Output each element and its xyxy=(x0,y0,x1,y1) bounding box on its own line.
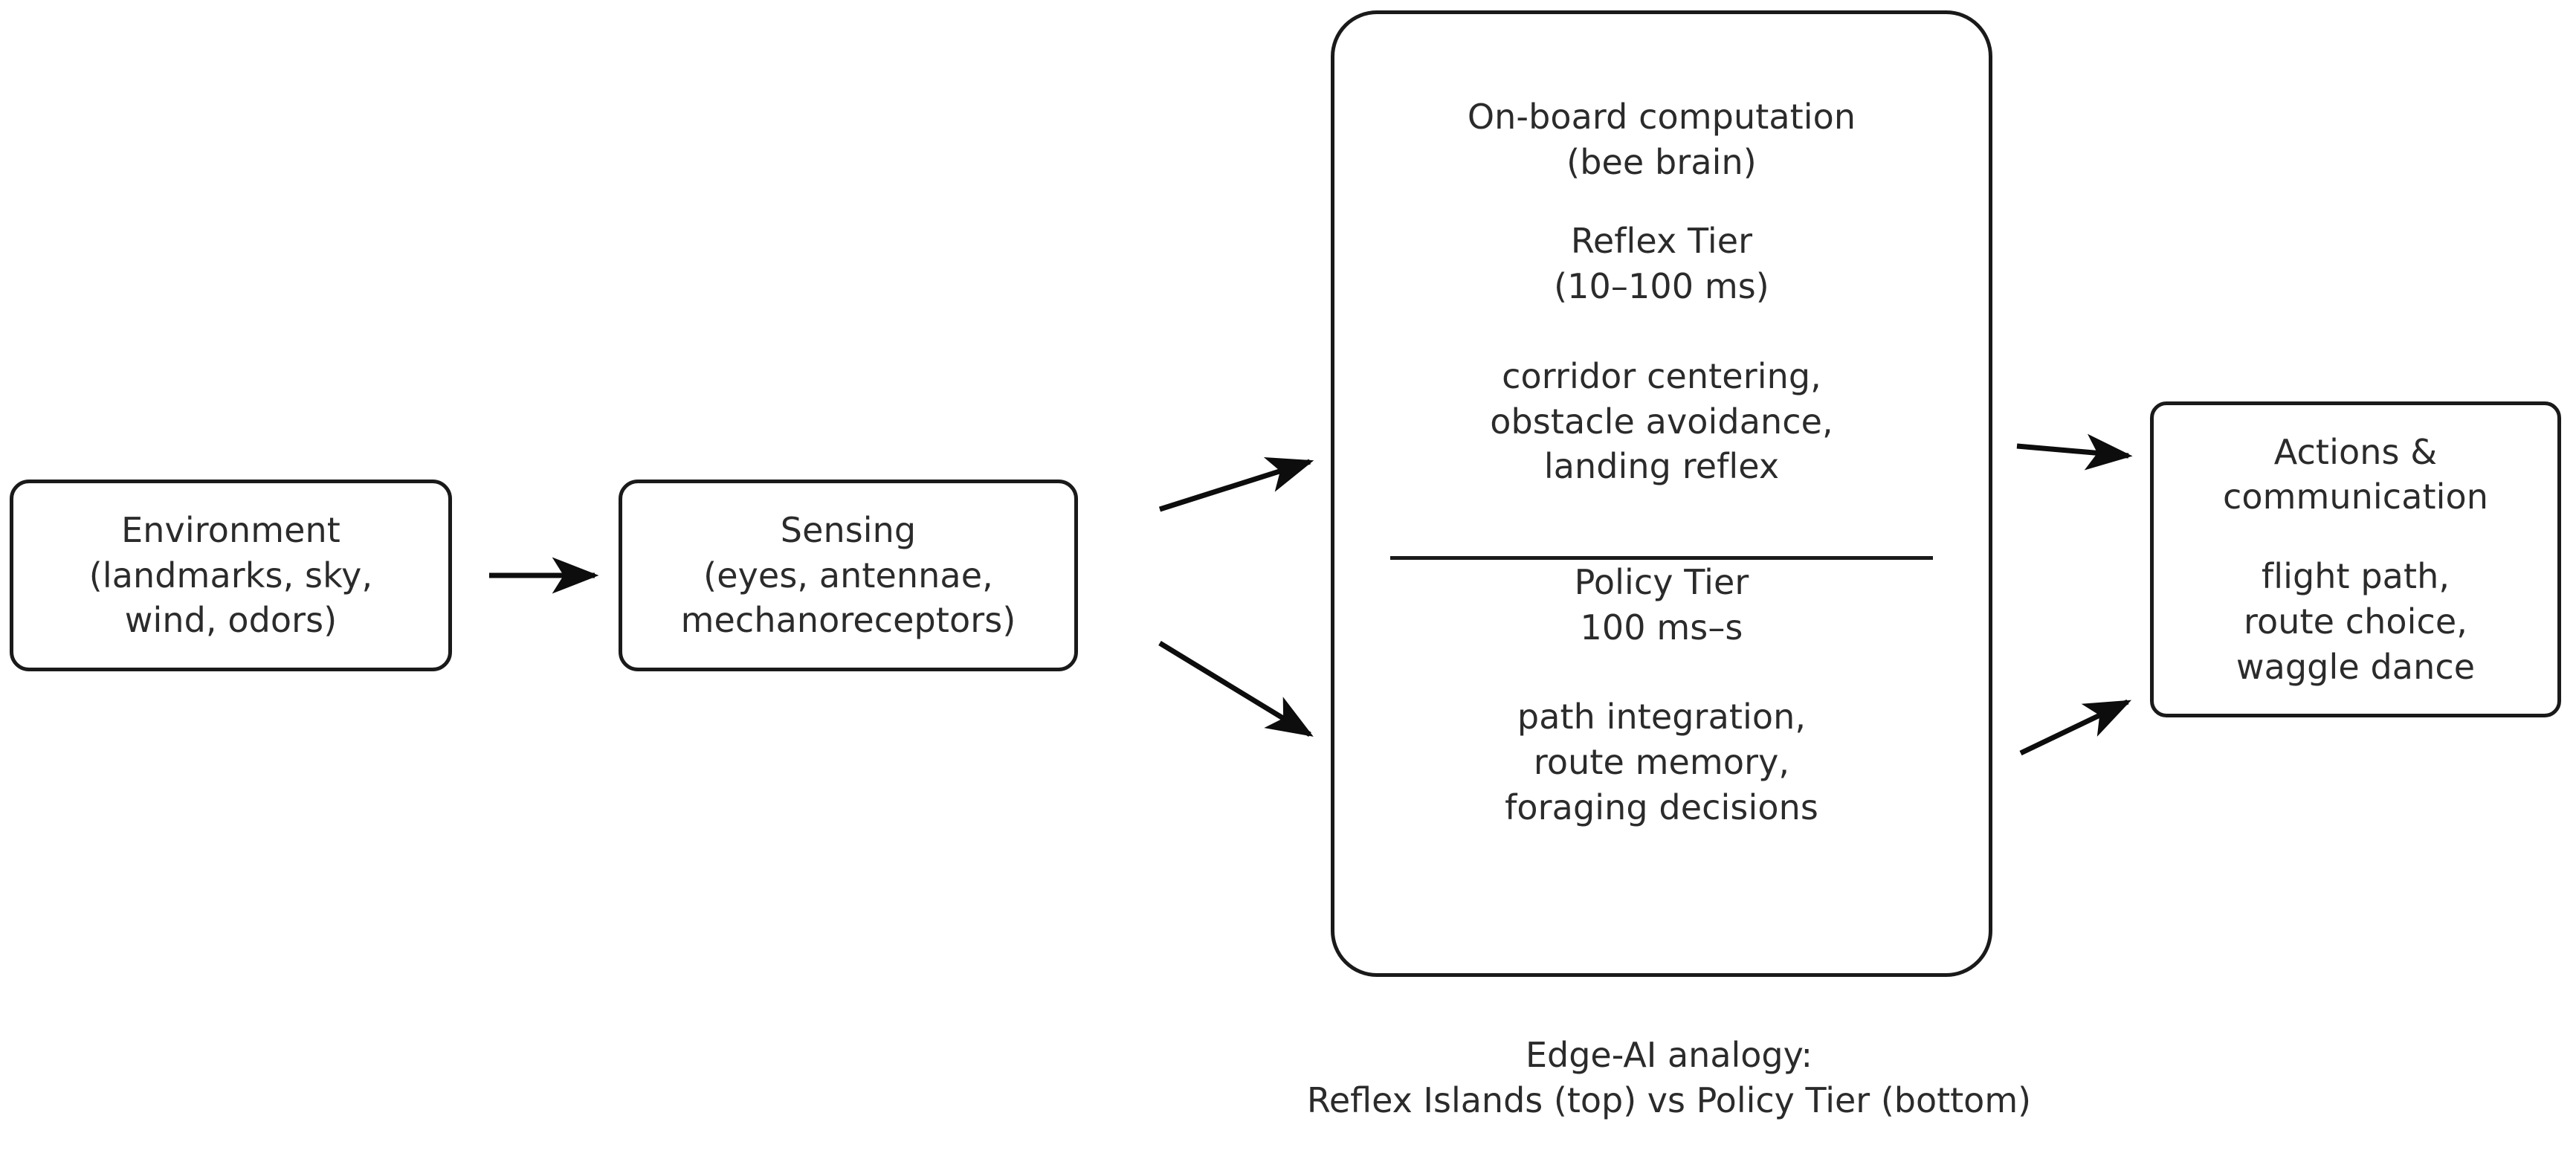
caption-line-1: Edge-AI analogy: xyxy=(1525,1035,1813,1075)
brain-header-line-1: On-board computation xyxy=(1467,97,1856,137)
node-actions-communication[interactable]: Actions & communication flight path, rou… xyxy=(2150,401,2561,717)
tier-divider xyxy=(1390,556,1933,561)
brain-header: On-board computation (bee brain) xyxy=(1334,94,1989,184)
diagram-caption: Edge-AI analogy: Reflex Islands (top) vs… xyxy=(1130,1033,2208,1123)
actions-line-4: route choice, xyxy=(2243,601,2468,642)
brain-header-line-2: (bee brain) xyxy=(1566,141,1757,182)
actions-line-2: communication xyxy=(2222,477,2489,517)
policy-item-2: route memory, xyxy=(1533,742,1790,783)
policy-tier-items: path integration, route memory, foraging… xyxy=(1334,694,1989,830)
policy-tier-title: Policy Tier xyxy=(1574,562,1749,603)
reflex-item-1: corridor centering, xyxy=(1502,355,1821,396)
environment-line-1: Environment xyxy=(121,509,340,550)
node-sensing[interactable]: Sensing (eyes, antennae, mechanoreceptor… xyxy=(619,480,1078,671)
actions-line-1: Actions & xyxy=(2273,431,2438,472)
environment-line-3: wind, odors) xyxy=(124,600,338,641)
arrow-reflex-to-actions xyxy=(2016,433,2133,471)
sensing-line-3: mechanoreceptors) xyxy=(680,600,1016,641)
policy-item-1: path integration, xyxy=(1517,697,1807,737)
reflex-tier-latency: (10–100 ms) xyxy=(1554,266,1769,307)
caption-line-2: Reflex Islands (top) vs Policy Tier (bot… xyxy=(1306,1080,2032,1121)
arrow-policy-to-actions xyxy=(2019,699,2132,756)
node-environment[interactable]: Environment (landmarks, sky, wind, odors… xyxy=(10,480,452,671)
reflex-item-3: landing reflex xyxy=(1543,446,1780,487)
environment-line-2: (landmarks, sky, xyxy=(88,555,373,595)
policy-tier-heading: Policy Tier 100 ms–s xyxy=(1334,560,1989,650)
policy-item-3: foraging decisions xyxy=(1505,787,1818,827)
arrow-sensing-to-reflex xyxy=(1158,456,1314,512)
reflex-tier-title: Reflex Tier xyxy=(1570,221,1753,262)
node-onboard-computation[interactable]: On-board computation (bee brain) Reflex … xyxy=(1331,10,1992,977)
reflex-tier-items: corridor centering, obstacle avoidance, … xyxy=(1334,354,1989,489)
policy-tier-latency: 100 ms–s xyxy=(1580,607,1743,648)
sensing-line-2: (eyes, antennae, xyxy=(703,555,993,595)
sensing-line-1: Sensing xyxy=(780,509,917,550)
arrow-sensing-to-policy xyxy=(1158,641,1314,737)
actions-line-5: waggle dance xyxy=(2236,646,2476,687)
reflex-item-2: obstacle avoidance, xyxy=(1490,401,1833,442)
reflex-tier-heading: Reflex Tier (10–100 ms) xyxy=(1334,219,1989,309)
actions-line-3: flight path, xyxy=(2261,556,2450,597)
